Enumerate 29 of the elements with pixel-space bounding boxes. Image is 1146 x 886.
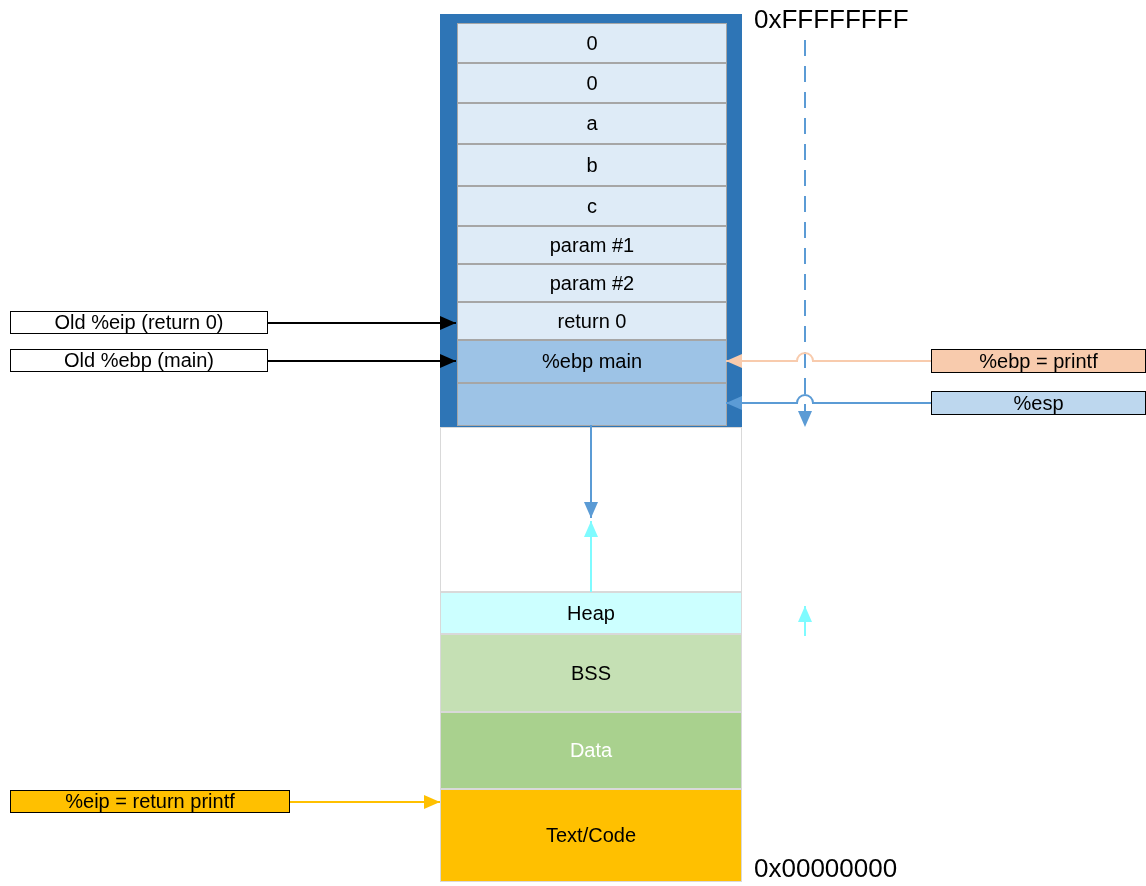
stack-cell: b [457, 144, 727, 186]
arrow [584, 520, 598, 593]
register-label-box: %ebp = printf [931, 349, 1146, 373]
free-memory-area [440, 427, 742, 592]
register-label-box: %eip = return printf [10, 790, 290, 813]
register-label-box: Old %ebp (main) [10, 349, 268, 372]
arrow [725, 394, 932, 410]
empty-stack-cell [457, 383, 727, 426]
arrow [267, 316, 457, 330]
stack-cell: 0 [457, 23, 727, 63]
arrow [267, 354, 457, 368]
memory-segment: BSS [440, 634, 742, 712]
stack-cell: %ebp main [457, 340, 727, 383]
memory-segment: Text/Code [440, 789, 742, 882]
stack-cell: param #2 [457, 264, 727, 302]
register-label-box: Old %eip (return 0) [10, 311, 268, 334]
address-label: 0xFFFFFFFF [754, 4, 909, 35]
register-label-box: %esp [931, 391, 1146, 415]
stack-frame [440, 14, 742, 427]
stack-cell: return 0 [457, 302, 727, 340]
stack-cell: c [457, 186, 727, 226]
stack-cell: a [457, 103, 727, 144]
stack-cell: 0 [457, 63, 727, 103]
memory-segment: Heap [440, 592, 742, 634]
stack-cell: param #1 [457, 226, 727, 264]
memory-segment: Data [440, 712, 742, 789]
arrow [725, 352, 932, 368]
address-label: 0x00000000 [754, 853, 898, 884]
arrow [289, 795, 441, 809]
